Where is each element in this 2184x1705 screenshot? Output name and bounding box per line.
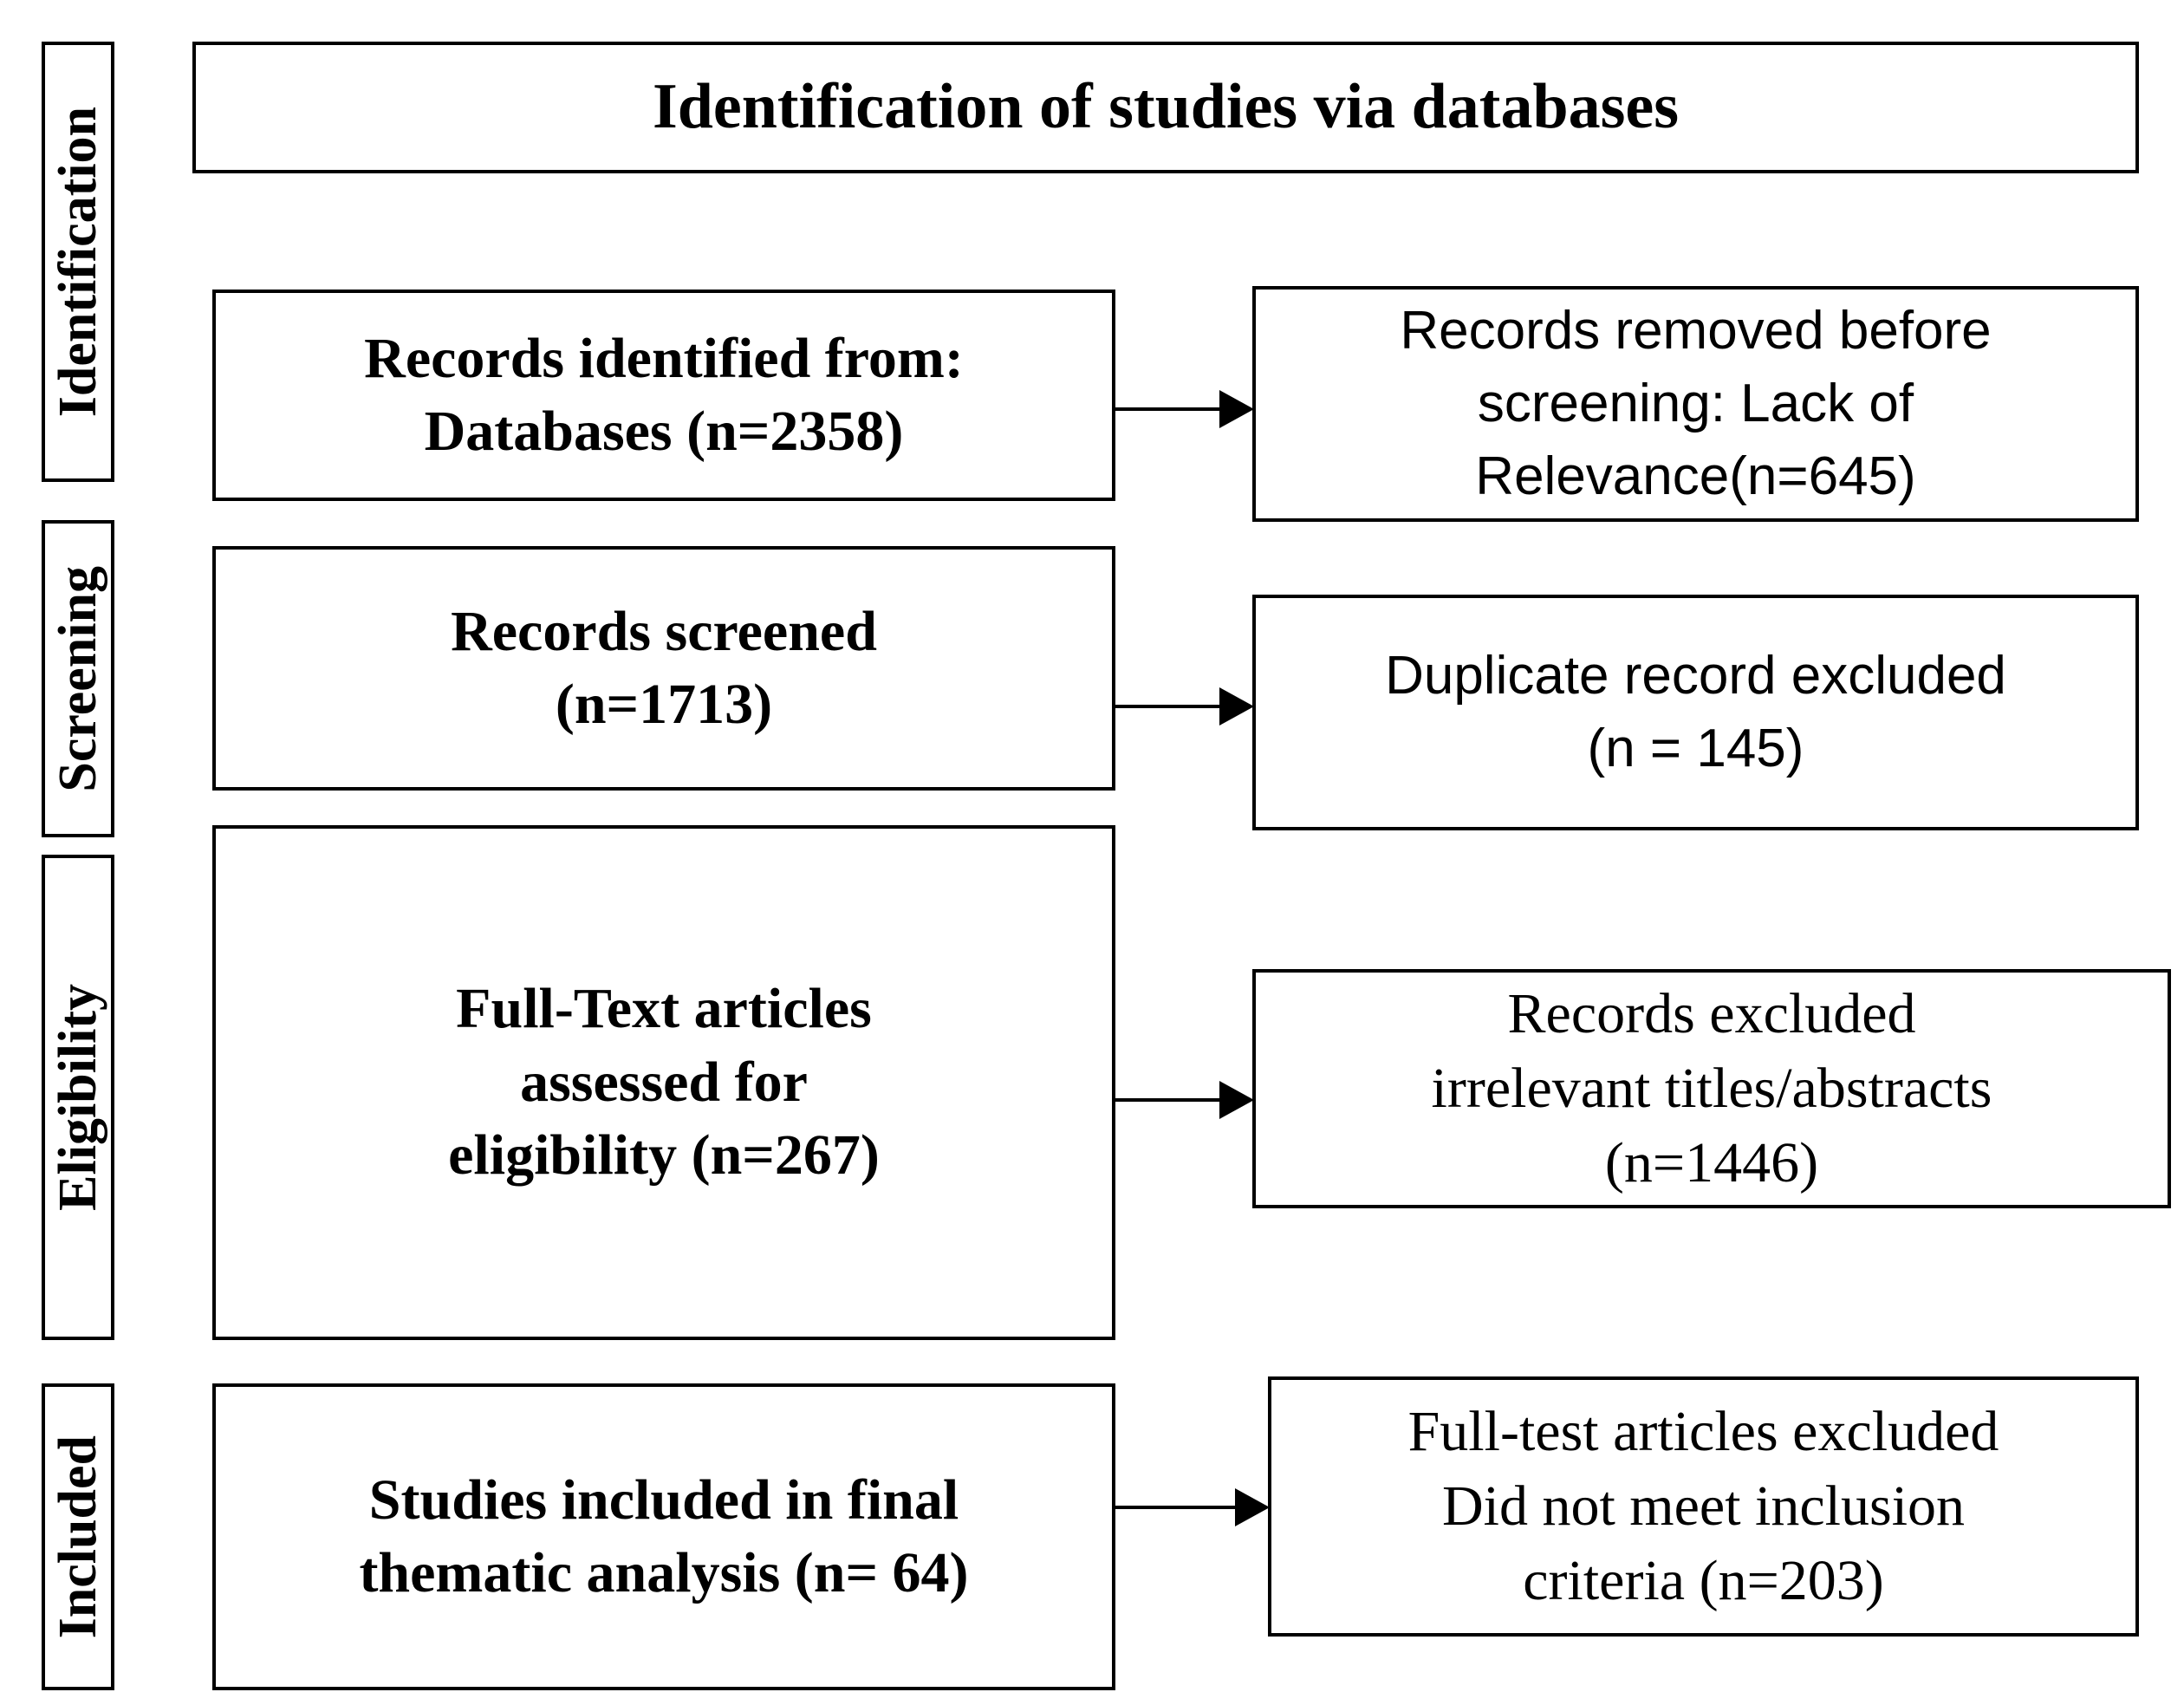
box-records-excluded: Records excluded irrelevant titles/abstr… bbox=[1252, 969, 2171, 1208]
arrow-studies-included-to-fulltext-excluded bbox=[1115, 1488, 1270, 1526]
stage-label-eligibility-text: Eligibility bbox=[49, 984, 107, 1211]
arrow-fulltext-assessed-to-records-excluded bbox=[1115, 1081, 1254, 1119]
stage-label-eligibility: Eligibility bbox=[42, 855, 114, 1340]
stage-label-included-text: Included bbox=[49, 1435, 107, 1639]
box-fulltext-articles-excluded: Full-test articles excluded Did not meet… bbox=[1268, 1376, 2139, 1637]
box-studies-included-text: Studies included in final thematic analy… bbox=[359, 1467, 969, 1604]
stage-label-screening: Screening bbox=[42, 520, 114, 837]
stage-label-screening-text: Screening bbox=[49, 565, 107, 792]
box-records-screened-text: Records screened (n=1713) bbox=[451, 599, 877, 736]
box-records-excluded-text: Records excluded irrelevant titles/abstr… bbox=[1431, 982, 1992, 1194]
arrow-head bbox=[1235, 1488, 1270, 1526]
diagram-header-box: Identification of studies via databases bbox=[192, 42, 2139, 173]
arrow-head bbox=[1219, 1081, 1254, 1119]
box-studies-included: Studies included in final thematic analy… bbox=[212, 1383, 1115, 1690]
box-records-identified: Records identified from: Databases (n=23… bbox=[212, 290, 1115, 501]
arrow-shaft bbox=[1115, 407, 1221, 411]
box-records-removed: Records removed before screening: Lack o… bbox=[1252, 286, 2139, 522]
box-records-screened: Records screened (n=1713) bbox=[212, 546, 1115, 791]
box-fulltext-articles-excluded-text: Full-test articles excluded Did not meet… bbox=[1407, 1400, 1999, 1612]
stage-label-identification-text: Identification bbox=[49, 106, 107, 418]
arrow-records-identified-to-records-removed bbox=[1115, 390, 1254, 428]
diagram-title: Identification of studies via databases bbox=[652, 71, 1680, 143]
box-fulltext-articles-assessed: Full-Text articles assessed for eligibil… bbox=[212, 825, 1115, 1340]
arrow-records-screened-to-duplicates-excluded bbox=[1115, 687, 1254, 726]
arrow-head bbox=[1219, 687, 1254, 726]
arrow-shaft bbox=[1115, 705, 1221, 708]
box-fulltext-articles-assessed-text: Full-Text articles assessed for eligibil… bbox=[448, 977, 880, 1188]
stage-label-identification: Identification bbox=[42, 42, 114, 482]
box-records-removed-text: Records removed before screening: Lack o… bbox=[1400, 300, 1992, 507]
stage-label-included: Included bbox=[42, 1383, 114, 1690]
arrow-head bbox=[1219, 390, 1254, 428]
box-duplicate-record-excluded: Duplicate record excluded (n = 145) bbox=[1252, 595, 2139, 830]
arrow-shaft bbox=[1115, 1098, 1221, 1102]
arrow-shaft bbox=[1115, 1506, 1237, 1509]
box-duplicate-record-excluded-text: Duplicate record excluded (n = 145) bbox=[1385, 645, 2006, 778]
box-records-identified-text: Records identified from: Databases (n=23… bbox=[364, 326, 964, 463]
